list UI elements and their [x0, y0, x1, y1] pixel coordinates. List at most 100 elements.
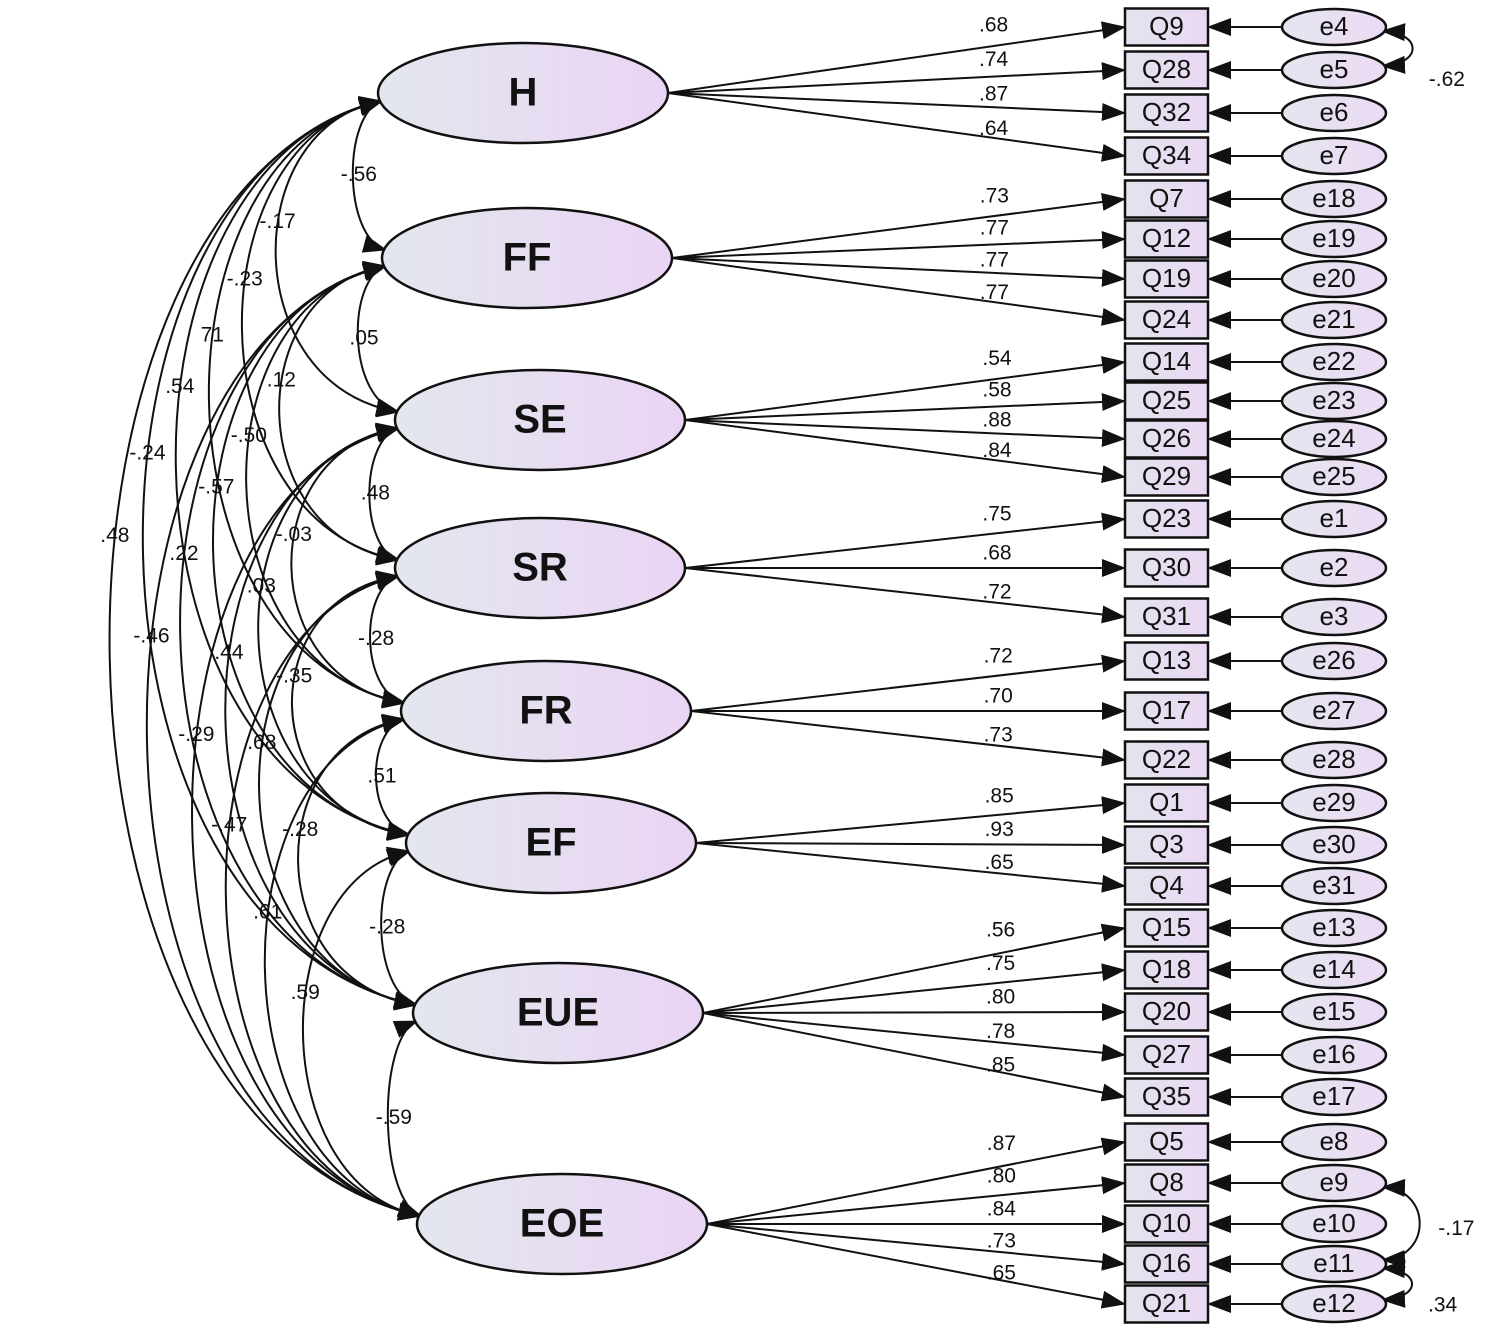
loading-path-eoe-q16: [706, 1223, 1126, 1271]
error-ellipse: [1280, 783, 1388, 823]
error-label: e18: [1312, 183, 1355, 213]
error-label: e31: [1312, 870, 1355, 900]
loading-coef-q22: .73: [984, 724, 1013, 747]
correlation-arc-h-sr: [240, 96, 401, 565]
correlation-coef-sr-eue: .68: [247, 731, 276, 754]
correlation-coef-h-fr: 71: [201, 324, 224, 347]
error-label: e14: [1312, 954, 1355, 984]
error-label: e29: [1312, 787, 1355, 817]
loading-path-se-q29: [684, 419, 1126, 483]
observed-item-box: [1123, 950, 1210, 990]
correlation-coef-se-fr: -.03: [276, 523, 312, 546]
error-label: e20: [1312, 263, 1355, 293]
error-label: e16: [1312, 1039, 1355, 1069]
error-term-e14: e14: [1280, 950, 1388, 990]
error-term-e3: e3: [1280, 597, 1388, 637]
error-ellipse: [1280, 866, 1388, 906]
observed-item-box: [1123, 1204, 1210, 1244]
correlation-coef-h-ef: .54: [165, 375, 195, 398]
error-ellipse: [1280, 950, 1388, 990]
error-ellipse: [1280, 93, 1388, 133]
error-label: e7: [1320, 140, 1349, 170]
correlation-coef-ef-eue: -.28: [369, 916, 405, 939]
latent-h: H: [376, 41, 670, 145]
observed-item-box: [1123, 1163, 1210, 1203]
observed-item-box: [1123, 783, 1210, 823]
loading-coef-q4: .65: [985, 851, 1014, 874]
correlation-arc-se-eoe: [191, 424, 423, 1221]
observed-item-label: Q15: [1142, 912, 1191, 942]
loading-layer: [667, 18, 1282, 1313]
correlation-arc-ff-eoe: [145, 262, 423, 1221]
error-ellipse: [1280, 641, 1388, 681]
error-term-e11: e11: [1280, 1244, 1388, 1284]
error-label: e12: [1312, 1288, 1355, 1318]
loading-coef-q32: .87: [979, 83, 1008, 106]
latent-label: H: [509, 71, 538, 115]
loading-path-ef-q3: [695, 835, 1126, 854]
latent-ellipse: [393, 368, 687, 472]
latent-ellipse: [399, 659, 693, 763]
observed-item-box: [1123, 93, 1210, 133]
error-term-e26: e26: [1280, 641, 1388, 681]
loading-coef-q34: .64: [979, 117, 1009, 140]
loading-coef-q15: .56: [986, 919, 1015, 942]
loading-coef-q20: .80: [986, 986, 1015, 1009]
correlation-coef-fr-ef: .51: [367, 765, 396, 788]
error-label: e26: [1312, 645, 1355, 675]
error-ellipse: [1280, 259, 1388, 299]
error-ellipse: [1280, 300, 1388, 340]
latent-se: SE: [393, 368, 687, 472]
error-term-e27: e27: [1280, 691, 1388, 731]
observed-item-q3: Q3: [1123, 825, 1210, 865]
correlation-coef-sr-fr: -.28: [358, 627, 394, 650]
error-term-e21: e21: [1280, 300, 1388, 340]
observed-item-box: [1123, 419, 1210, 459]
error-label: e11: [1313, 1248, 1354, 1278]
observed-item-label: Q9: [1149, 11, 1184, 41]
observed-item-label: Q5: [1149, 1126, 1184, 1156]
loading-path-eue-q18: [702, 963, 1126, 1014]
correlation-coef-ff-eue: .22: [169, 542, 198, 565]
error-ellipse: [1280, 1035, 1388, 1075]
observed-item-q23: Q23: [1123, 499, 1210, 539]
error-term-e8: e8: [1280, 1122, 1388, 1162]
error-ellipse: [1280, 1244, 1388, 1284]
error-covariance-coef-e9-e11: -.17: [1438, 1217, 1474, 1240]
correlation-arc-sr-eoe: [224, 572, 423, 1221]
latent-eue: EUE: [411, 961, 705, 1065]
observed-item-box: [1123, 300, 1210, 340]
observed-item-q14: Q14: [1123, 342, 1210, 382]
observed-item-box: [1123, 219, 1210, 259]
correlation-coef-ff-sr: .12: [267, 368, 296, 391]
loading-coef-q1: .85: [985, 785, 1014, 808]
error-label: e28: [1312, 744, 1355, 774]
observed-item-q15: Q15: [1123, 908, 1210, 948]
error-ellipse: [1280, 342, 1388, 382]
observed-item-label: Q34: [1142, 140, 1191, 170]
error-term-e9: e9: [1280, 1163, 1388, 1203]
error-ellipse: [1280, 457, 1388, 497]
observed-item-box: [1123, 992, 1210, 1032]
loading-path-ff-q12: [671, 230, 1126, 259]
correlation-coef-eue-eoe: -.59: [376, 1106, 412, 1129]
correlation-layer: [108, 23, 1421, 1308]
loading-coef-q35: .85: [986, 1054, 1015, 1077]
correlation-coef-h-eoe: .48: [100, 524, 129, 547]
error-ellipse: [1280, 1122, 1388, 1162]
error-term-e15: e15: [1280, 992, 1388, 1032]
coefficient-label-layer: -.56-.17-.2371.54-.24.48.05.12-.50-.57.2…: [100, 14, 1474, 1317]
observed-item-q29: Q29: [1123, 457, 1210, 497]
error-term-e4: e4: [1280, 7, 1388, 47]
observed-item-q4: Q4: [1123, 866, 1210, 906]
loading-coef-q14: .54: [982, 347, 1012, 370]
loading-path-eue-q35: [702, 1012, 1126, 1102]
observed-item-box: [1123, 597, 1210, 637]
loading-coef-q24: .77: [980, 281, 1009, 304]
observed-item-q24: Q24: [1123, 300, 1210, 340]
loading-path-sr-q31: [684, 567, 1126, 624]
observed-item-box: [1123, 866, 1210, 906]
observed-item-q13: Q13: [1123, 641, 1210, 681]
error-ellipse: [1280, 50, 1388, 90]
error-label: e10: [1312, 1208, 1355, 1238]
